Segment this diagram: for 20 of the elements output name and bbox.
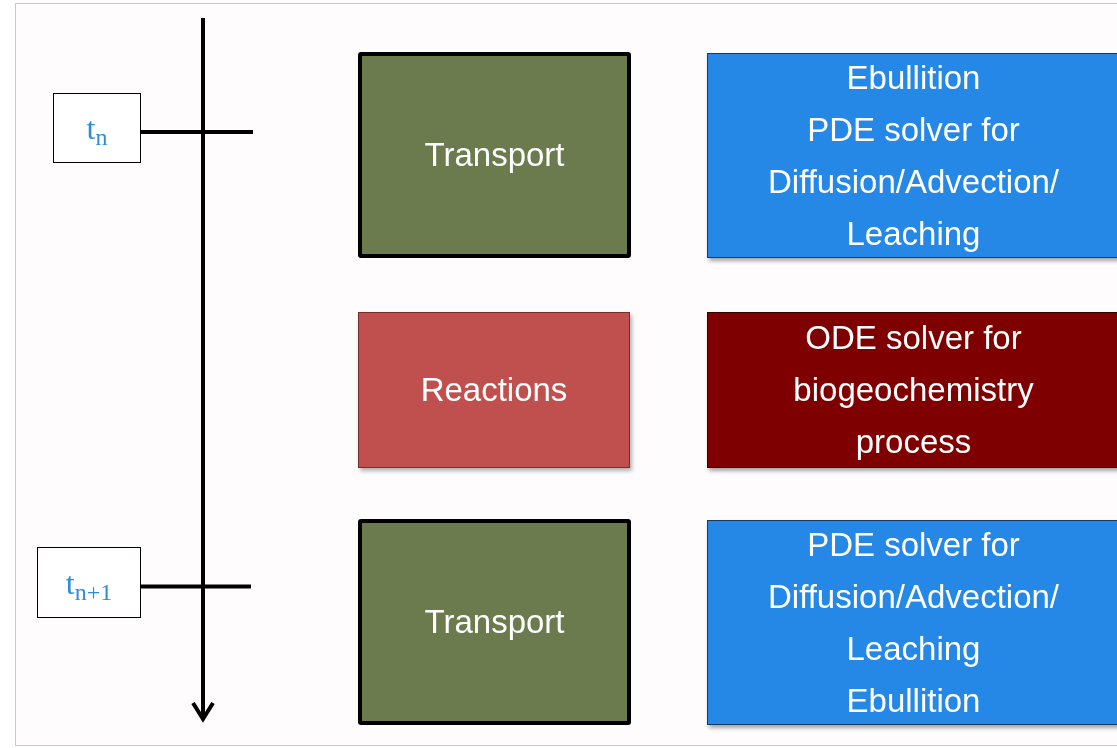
node-text: ODE solver for biogeochemistry process bbox=[792, 318, 1035, 462]
time-label-box bbox=[37, 547, 141, 618]
node-text: PDE solver for Diffusion/Advection/ Leaching bbox=[766, 524, 1061, 669]
time-label-box bbox=[53, 93, 141, 163]
solver-box bbox=[707, 53, 1117, 258]
node-text: t$_{n}$ bbox=[85, 112, 109, 144]
node-text: Reactions bbox=[419, 370, 569, 410]
solver-box bbox=[707, 520, 1117, 725]
process-box bbox=[358, 312, 630, 468]
tick-line bbox=[141, 130, 253, 134]
node-text: Transport bbox=[423, 135, 566, 175]
node-text: Transport bbox=[423, 602, 566, 642]
tick-line bbox=[141, 584, 251, 589]
node-text: PDE solver for Diffusion/Advection/ Leaching bbox=[766, 109, 1061, 254]
process-box bbox=[358, 519, 631, 725]
node-text: Ebullition bbox=[845, 57, 982, 98]
process-box bbox=[358, 52, 631, 258]
solver-box bbox=[707, 312, 1117, 468]
node-text: t$_{n+1}$ bbox=[64, 566, 114, 599]
node-text: Ebullition bbox=[845, 680, 982, 721]
